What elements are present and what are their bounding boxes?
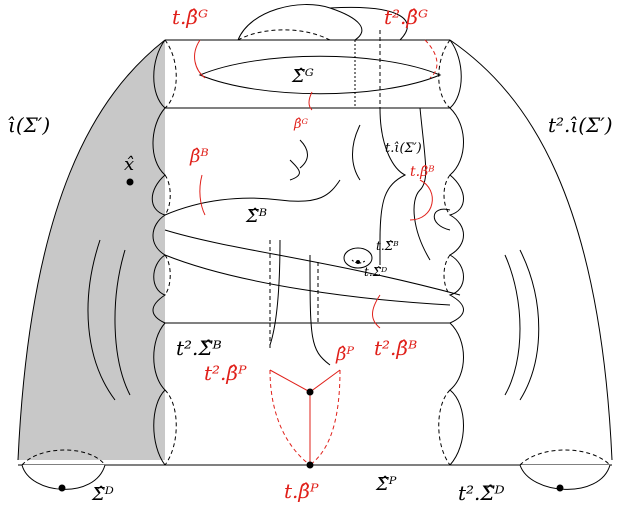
label-sigma-G: Σ̂ᴳ: [291, 66, 314, 87]
label-t-beta-P: t.β̂ᴾ: [284, 479, 319, 503]
label-t2-beta-G: t².β̂ᴳ: [384, 5, 428, 29]
point-disk-right: [556, 484, 564, 492]
inner-arc-small: [352, 124, 361, 181]
bump-2: [289, 159, 300, 181]
right-genus-lens: [519, 249, 540, 401]
disk-right: [519, 464, 611, 490]
red-tripod-dashed-left: [269, 369, 311, 466]
label-t2-sigma-B: t².Σ̂ᴮ: [176, 336, 222, 360]
point-bottom: [306, 461, 314, 469]
label-t2-beta-B: t².β̂ᴮ: [374, 336, 417, 360]
label-t-sigma-B: t.Σ̂ᴮ: [376, 239, 399, 253]
red-curve-betaB: [199, 174, 206, 216]
left-dashed-ellipse-3: [164, 254, 171, 296]
lower-tube-left-solid: [269, 239, 281, 346]
small-torus: [343, 247, 373, 269]
outer-right-arc: [449, 39, 613, 461]
red-curve-t2betaG: [424, 39, 438, 79]
top-handle: [237, 4, 363, 41]
label-sigma-P: Σ̂ᴾ: [375, 474, 397, 495]
left-genus-lens: [87, 239, 116, 401]
vertical-tube-right-b: [413, 107, 431, 261]
strand-middle: [164, 254, 451, 306]
shaded-region: [18, 40, 165, 460]
bump-1: [299, 139, 308, 169]
left-genus-lens-2: [114, 249, 131, 396]
red-curve-t2betaB: [372, 294, 381, 329]
top-handle-line: [329, 6, 408, 41]
small-torus-inner: [351, 259, 367, 264]
disk-left-dash: [21, 449, 106, 466]
strand-upper: [164, 179, 341, 216]
left-dashed-ellipse-1: [164, 39, 177, 109]
red-tripod-dashed-right: [309, 369, 341, 466]
point-small-torus: [356, 260, 360, 264]
label-t-beta-G: t.β̂ᴳ: [172, 5, 208, 29]
label-t2-sigma-D: t².Σ̂ᴰ: [458, 481, 505, 505]
right-dashed-ellipse-1: [438, 39, 451, 109]
label-t2-beta-P: t².β̂ᴾ: [204, 361, 247, 385]
red-curve-tbetaB: [409, 179, 433, 221]
label-iota: ι̂(Σ′): [8, 113, 50, 137]
point-disk-left: [58, 484, 66, 492]
red-tripod: [269, 369, 341, 465]
label-beta-P: β̂ᴾ: [335, 344, 354, 365]
right-dashed-ellipse-3: [443, 254, 451, 296]
vertical-tube-right-a: [379, 107, 407, 265]
outer-left-arc: [17, 39, 166, 461]
label-beta-B: β̂ᴮ: [189, 146, 209, 167]
left-cylinder-side: [151, 39, 167, 466]
label-x-hat: x̂: [124, 154, 134, 175]
point-tripod: [306, 388, 314, 396]
label-beta-G: β̂ᴳ: [293, 117, 309, 132]
label-t2-iota: t².ι̂(Σ′): [548, 113, 613, 137]
red-curve-tbetaG: [194, 39, 206, 79]
right-dashed-ellipse-4: [438, 389, 451, 466]
right-bump: [433, 208, 451, 231]
label-sigma-B: Σ̂ᴮ: [245, 206, 267, 227]
point-x: [126, 178, 134, 186]
genus-lens: [198, 55, 442, 95]
right-cylinder-side: [448, 39, 464, 466]
disk-right-dash: [519, 449, 611, 466]
right-dashed-ellipse-2: [443, 174, 451, 216]
label-t-beta-B: t.β̂ᴮ: [410, 164, 435, 180]
left-dashed-ellipse-4: [164, 389, 177, 466]
lower-tube-right: [309, 254, 331, 366]
label-sigma-D: Σ̂ᴰ: [91, 484, 114, 505]
strand-lower: [164, 229, 461, 296]
top-handle-dashed: [237, 29, 331, 41]
label-t-iota-small: t.ι̂(Σ′): [385, 141, 422, 156]
right-genus-lens-2: [504, 254, 521, 396]
red-curve-betaG: [308, 91, 313, 111]
left-dashed-ellipse-2: [164, 174, 171, 216]
label-t-sigma-D: t.Σ̂ᴰ: [364, 265, 387, 279]
